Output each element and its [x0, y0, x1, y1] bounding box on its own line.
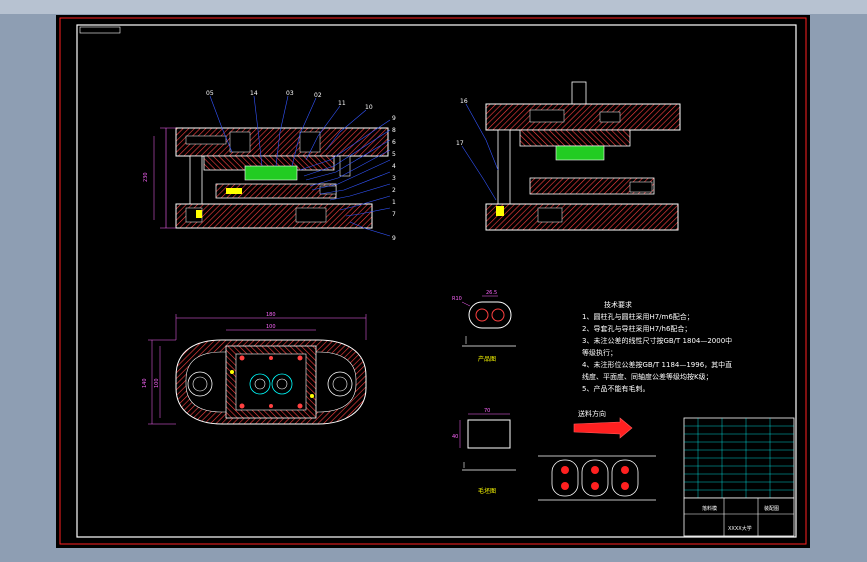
blank-view-label: 毛坯图: [478, 487, 496, 495]
tech-req-2: 2、导套孔与导柱采用H7/h6配合；: [582, 324, 691, 333]
callout-11: 11: [338, 100, 346, 107]
callout-05: 05: [206, 90, 214, 97]
callout-14: 14: [250, 90, 258, 97]
plate-height-dim: 140: [142, 378, 148, 388]
plate-width-dim: 180: [266, 312, 276, 318]
callout-4: 4: [392, 163, 396, 170]
callout-5: 5: [392, 151, 396, 158]
plate-inner-dim: 100: [266, 324, 276, 330]
callout-2: 2: [392, 187, 396, 194]
callout-9a: 9: [392, 115, 396, 122]
callout-02: 02: [314, 92, 322, 99]
callout-6: 6: [392, 139, 396, 146]
callout-10: 10: [365, 104, 373, 111]
right-section-view: 16 17: [456, 81, 681, 231]
callout-17: 17: [456, 140, 464, 147]
tech-req-4b: 线度、平面度、同轴度公差等级均按K级；: [582, 372, 713, 381]
blank-width-dim: 70: [484, 408, 490, 414]
die-height-dim: 230: [143, 172, 149, 182]
tech-req-3b: 等级执行；: [582, 348, 617, 357]
product-pitch-dim: 26.5: [486, 290, 497, 296]
callout-16: 16: [460, 98, 468, 105]
outer-frame: [59, 17, 807, 545]
tech-req-title: 技术要求: [604, 300, 632, 309]
feed-direction-label: 送料方向: [578, 409, 606, 418]
left-section-view: 230 05 14 03: [143, 90, 396, 242]
feed-arrow-icon: [573, 417, 633, 439]
blank-view: 70 40 毛坯图: [452, 408, 516, 495]
title-sheet-label: 装配图: [764, 505, 779, 512]
tech-req-5: 5、产品不能有毛刺。: [582, 384, 649, 393]
product-view-label: 产品图: [478, 355, 496, 363]
blank-height-dim: 40: [452, 434, 458, 440]
drawing-number-box: [79, 26, 121, 34]
tech-req-1: 1、圆柱孔与圆柱采用H7/m6配合；: [582, 312, 694, 321]
callout-3: 3: [392, 175, 396, 182]
title-block: 落料模 装配图 XXXX大学: [683, 417, 795, 537]
callout-03: 03: [286, 90, 294, 97]
technical-requirements: 技术要求 1、圆柱孔与圆柱采用H7/m6配合； 2、导套孔与导柱采用H7/h6配…: [582, 300, 732, 393]
callout-9b: 9: [392, 235, 396, 242]
title-drawing-name: 落料模: [702, 505, 717, 512]
callout-8a: 8: [392, 127, 396, 134]
plate-height-inner-dim: 100: [154, 378, 160, 388]
window-top-band: [0, 0, 867, 14]
callout-1: 1: [392, 199, 396, 206]
title-school: XXXX大学: [728, 525, 752, 532]
product-radius-dim: R10: [452, 296, 462, 302]
product-view: 26.5 R10 产品图: [452, 290, 516, 363]
tech-req-3: 3、未注公差的线性尺寸按GB/T 1804—2000中: [582, 336, 732, 345]
plan-view: 180 100 140 100: [142, 312, 367, 425]
tech-req-4: 4、未注形位公差按GB/T 1184—1996，其中直: [582, 360, 732, 369]
strip-layout: 送料方向: [538, 409, 656, 501]
inner-frame: [76, 24, 797, 538]
callout-7: 7: [392, 211, 396, 218]
